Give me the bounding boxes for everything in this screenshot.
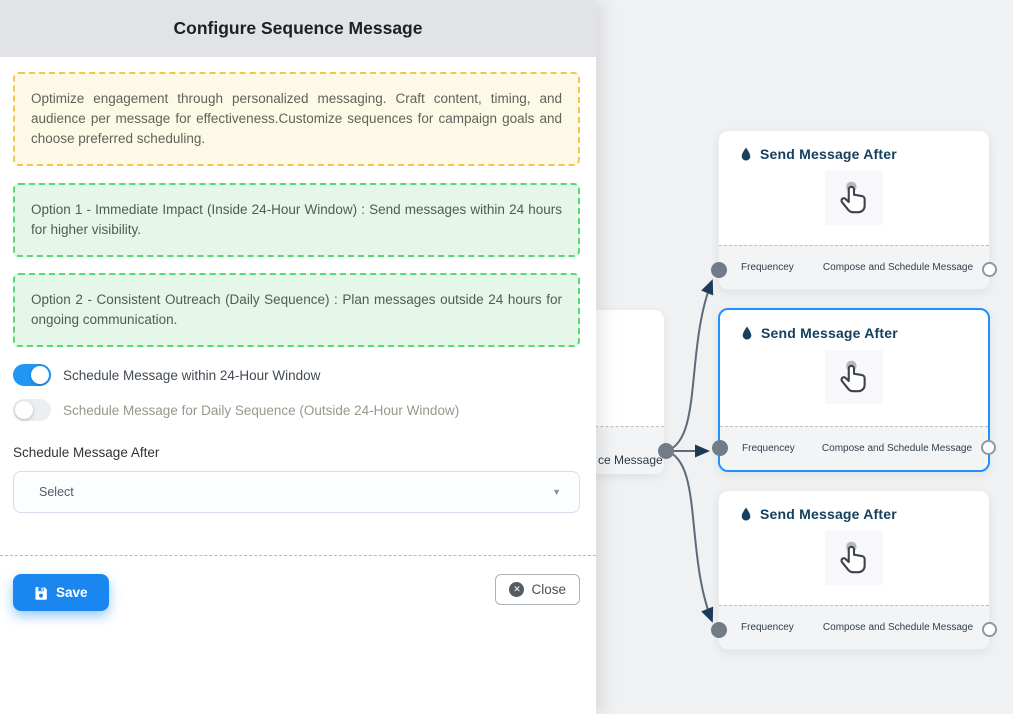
edge-to-bottom-node xyxy=(665,450,714,623)
save-floppy-icon xyxy=(35,586,47,600)
source-handle[interactable] xyxy=(982,262,997,277)
droplet-icon xyxy=(741,147,751,161)
droplet-icon xyxy=(741,507,751,521)
save-button[interactable]: Save xyxy=(13,574,109,611)
frequency-handle-label: Frequencey xyxy=(742,443,795,454)
close-button[interactable]: ✕ Close xyxy=(495,574,580,605)
edge-to-top-node xyxy=(665,279,714,452)
toggle-knob xyxy=(31,366,49,384)
node-title: Send Message After xyxy=(761,325,898,341)
partial-node-label: ce Message xyxy=(598,453,663,467)
frequency-handle-label: Frequencey xyxy=(741,622,794,633)
panel-body: Optimize engagement through personalized… xyxy=(0,72,596,611)
schedule-after-select[interactable]: Select ▼ xyxy=(13,471,580,513)
node-header: Send Message After xyxy=(720,310,988,341)
option1-note: Option 1 - Immediate Impact (Inside 24-H… xyxy=(13,183,580,257)
option2-note: Option 2 - Consistent Outreach (Daily Se… xyxy=(13,273,580,347)
compose-handle-label: Compose and Schedule Message xyxy=(822,262,973,273)
target-handle[interactable] xyxy=(711,622,727,638)
flow-node-send-message-after-2[interactable]: Send Message After Frequencey Compose an… xyxy=(712,308,996,472)
compose-handle-label: Compose and Schedule Message xyxy=(822,622,973,633)
save-button-label: Save xyxy=(56,585,88,600)
panel-footer: Save ✕ Close xyxy=(13,556,580,611)
node-footer-divider xyxy=(560,426,664,427)
compose-handle-label: Compose and Schedule Message xyxy=(821,443,972,454)
source-connection-handle[interactable] xyxy=(658,443,674,459)
droplet-icon xyxy=(742,326,752,340)
target-handle[interactable] xyxy=(712,440,728,456)
toggle-knob xyxy=(15,401,33,419)
configure-sequence-message-panel: Configure Sequence Message Optimize enga… xyxy=(0,0,596,714)
close-circle-icon: ✕ xyxy=(509,582,525,597)
tap-hand-icon xyxy=(840,541,866,574)
intro-note: Optimize engagement through personalized… xyxy=(13,72,580,166)
node-footer: Frequencey Compose and Schedule Message xyxy=(719,245,989,289)
select-value: Select xyxy=(39,485,74,499)
node-title: Send Message After xyxy=(760,506,897,522)
source-handle[interactable] xyxy=(981,440,996,455)
node-footer: Frequencey Compose and Schedule Message xyxy=(720,426,988,470)
tap-hand-icon xyxy=(840,360,866,393)
node-title: Send Message After xyxy=(760,146,897,162)
toggle-row-within-24h: Schedule Message within 24-Hour Window xyxy=(13,364,580,386)
node-icon-box xyxy=(825,171,883,225)
node-header: Send Message After xyxy=(719,131,989,162)
within-24h-toggle[interactable] xyxy=(13,364,51,386)
close-button-label: Close xyxy=(531,582,566,597)
node-icon-box xyxy=(825,531,883,585)
within-24h-toggle-label: Schedule Message within 24-Hour Window xyxy=(63,367,321,383)
panel-header: Configure Sequence Message xyxy=(0,0,596,57)
toggle-row-daily-sequence: Schedule Message for Daily Sequence (Out… xyxy=(13,399,580,421)
tap-hand-icon xyxy=(840,181,866,214)
node-icon-box xyxy=(825,350,883,404)
footer-divider xyxy=(0,555,596,556)
node-header: Send Message After xyxy=(719,491,989,522)
panel-title: Configure Sequence Message xyxy=(173,18,423,38)
flow-node-send-message-after-1[interactable]: Send Message After Frequencey Compose an… xyxy=(711,130,997,290)
node-footer: Frequencey Compose and Schedule Message xyxy=(719,605,989,649)
daily-sequence-toggle-label: Schedule Message for Daily Sequence (Out… xyxy=(63,402,460,418)
target-handle[interactable] xyxy=(711,262,727,278)
daily-sequence-toggle[interactable] xyxy=(13,399,51,421)
frequency-handle-label: Frequencey xyxy=(741,262,794,273)
source-handle[interactable] xyxy=(982,622,997,637)
flow-node-send-message-after-3[interactable]: Send Message After Frequencey Compose an… xyxy=(711,490,997,650)
dropdown-caret-icon: ▼ xyxy=(552,487,561,497)
schedule-message-after-label: Schedule Message After xyxy=(13,445,160,460)
